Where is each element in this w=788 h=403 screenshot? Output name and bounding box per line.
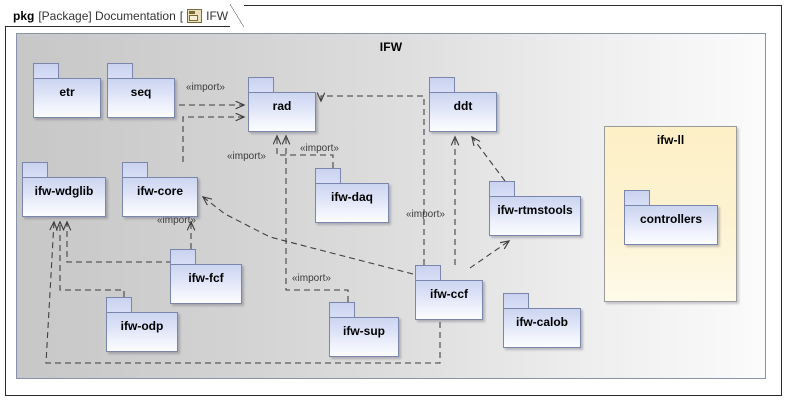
container-title: IFW [379,40,403,54]
frame-heading: pkg [Package] Documentation [ IFW ] [5,4,245,27]
package-body [22,177,106,217]
package-ddt[interactable]: ddt [429,77,497,132]
package-tab [248,77,274,93]
package-label: ddt [453,99,473,113]
package-ifw-wdglib[interactable]: ifw-wdglib [22,162,106,217]
package-body [329,317,399,357]
package-body [170,264,242,304]
package-ifw-odp[interactable]: ifw-odp [106,297,178,352]
package-tab [429,77,455,93]
frame-bracket-open: [ [179,8,184,23]
package-ifw-daq[interactable]: ifw-daq [315,168,389,223]
package-body [415,280,483,320]
package-body [33,78,101,118]
package-label: ifw-fcf [188,271,224,285]
package-rad[interactable]: rad [248,77,316,132]
package-tab [107,63,133,79]
package-tab [22,162,48,178]
package-tab [503,293,529,309]
import-label: «import» [227,151,266,162]
package-ifw-core[interactable]: ifw-core [122,162,198,217]
package-body [106,312,178,352]
package-label: ifw-odp [120,319,164,333]
import-label: «import» [157,215,196,226]
package-ifw-rtmstools[interactable]: ifw-rtmstools [489,181,581,236]
package-label: ifw-rtmstools [497,203,573,217]
package-label: ifw-core [136,184,183,198]
package-ifw-fcf[interactable]: ifw-fcf [170,249,242,304]
package-label: etr [59,85,75,99]
package-body [107,78,175,118]
package-tab [329,302,355,318]
package-tab [415,265,441,281]
subsystem-title: ifw-ll [656,133,685,147]
frame-package-name: IFW [206,8,229,23]
package-label: controllers [639,212,702,226]
package-controllers[interactable]: controllers [624,190,718,245]
package-icon [187,8,203,23]
package-tab [489,181,515,197]
package-tab [315,168,341,184]
package-body [429,92,497,132]
package-tab [624,190,650,206]
package-etr[interactable]: etr [33,63,101,118]
import-label: «import» [406,209,445,220]
package-body [503,308,581,348]
import-label: «import» [292,273,331,284]
package-tab [122,162,148,178]
package-label: ifw-daq [331,190,373,204]
package-ifw-sup[interactable]: ifw-sup [329,302,399,357]
package-tab [33,63,59,79]
import-label: «import» [186,82,225,93]
package-body [489,196,581,236]
package-label: ifw-wdglib [34,184,94,198]
package-body [248,92,316,132]
package-tab [170,249,196,265]
frame-meta-label: [Package] Documentation [38,8,176,23]
package-body [315,183,389,223]
frame-tab-corner-clip [230,4,245,27]
package-label: ifw-calob [515,315,568,329]
package-ifw-calob[interactable]: ifw-calob [503,293,581,348]
package-body [122,177,198,217]
package-body [624,205,718,245]
package-seq[interactable]: seq [107,63,175,118]
import-label: «import» [300,143,339,154]
package-label: ifw-ccf [429,287,468,301]
package-label: ifw-sup [343,324,385,338]
package-label: seq [130,85,152,99]
package-label: rad [272,99,292,113]
package-ifw-ccf[interactable]: ifw-ccf [415,265,483,320]
frame-kind-label: pkg [13,8,35,23]
package-tab [106,297,132,313]
